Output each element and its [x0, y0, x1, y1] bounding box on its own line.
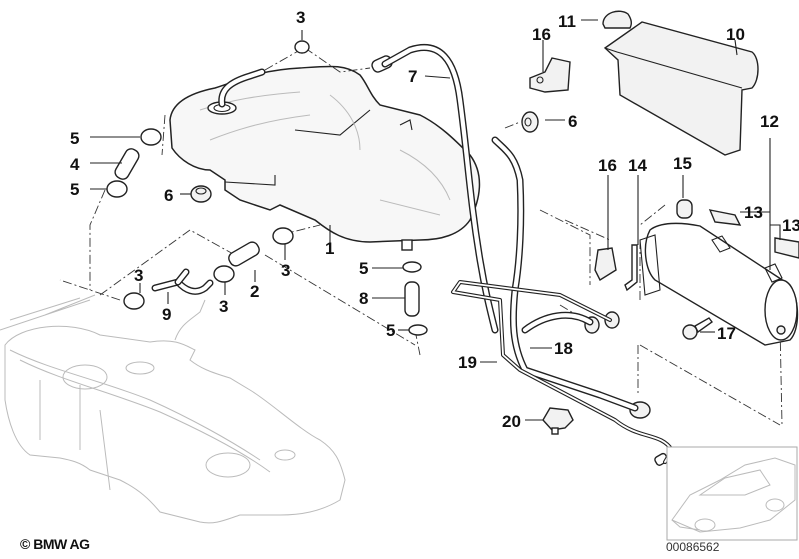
callout-6-tank[interactable]: 6 — [164, 186, 174, 205]
callout-16-lower[interactable]: 16 — [598, 156, 617, 175]
callout-leaders — [90, 19, 781, 421]
vent-line-part-7[interactable] — [381, 44, 499, 334]
callout-5-hose-top[interactable]: 5 — [359, 259, 369, 278]
callout-3-top[interactable]: 3 — [296, 8, 306, 27]
callout-14[interactable]: 14 — [628, 156, 647, 175]
callout-11[interactable]: 11 — [558, 12, 576, 31]
callout-3-middle[interactable]: 3 — [219, 297, 229, 316]
callout-3-left[interactable]: 3 — [134, 266, 144, 285]
callout-7[interactable]: 7 — [408, 67, 418, 86]
vehicle-thumbnail — [666, 446, 798, 541]
vent-pipe-part-19[interactable] — [451, 280, 674, 464]
callout-8[interactable]: 8 — [359, 289, 369, 308]
callout-6-right[interactable]: 6 — [568, 112, 578, 131]
callout-13-upper[interactable]: 13 — [744, 203, 763, 222]
callout-5-upper[interactable]: 5 — [70, 129, 80, 148]
callout-3-right[interactable]: 3 — [281, 261, 291, 280]
callout-5-lower[interactable]: 5 — [70, 180, 80, 199]
ghost-fuel-tank-illustration — [0, 294, 346, 524]
callout-18[interactable]: 18 — [554, 339, 573, 358]
fuel-tank-part-1[interactable] — [169, 65, 481, 251]
callout-4[interactable]: 4 — [70, 155, 80, 174]
callout-2[interactable]: 2 — [250, 282, 260, 301]
document-number: 00086562 — [666, 540, 720, 554]
callout-13-lower[interactable]: 13 — [782, 216, 799, 235]
copyright-notice: © BMW AG — [20, 536, 90, 552]
callout-17[interactable]: 17 — [717, 324, 736, 343]
callout-9[interactable]: 9 — [162, 305, 172, 324]
small-parts — [106, 10, 799, 466]
callout-5-hose-bottom[interactable]: 5 — [386, 321, 396, 340]
vent-line-part-18[interactable] — [491, 136, 639, 412]
callout-19[interactable]: 19 — [458, 353, 477, 372]
callout-10[interactable]: 10 — [726, 25, 745, 44]
callout-16-top[interactable]: 16 — [532, 25, 551, 44]
callout-12[interactable]: 12 — [760, 112, 779, 131]
callout-15[interactable]: 15 — [673, 154, 692, 173]
callout-20[interactable]: 20 — [502, 412, 521, 431]
callout-1[interactable]: 1 — [325, 239, 335, 258]
